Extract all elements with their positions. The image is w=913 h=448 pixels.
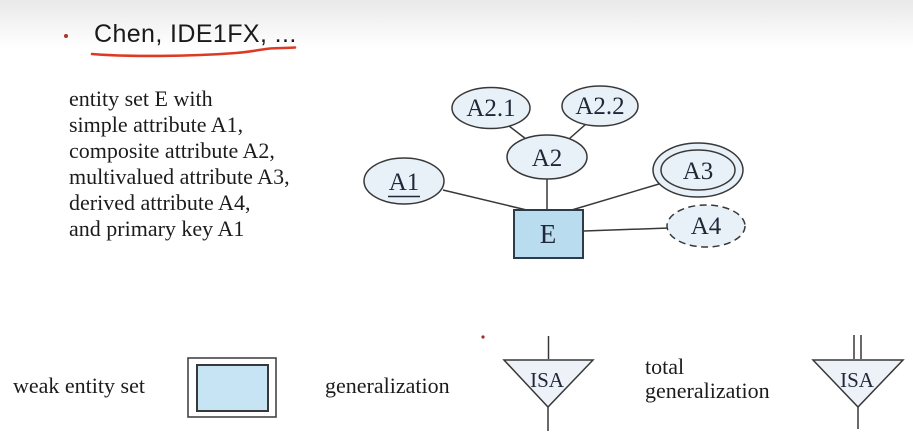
description-line-6: and primary key A1	[69, 216, 245, 241]
weak-entity-inner-rect	[196, 364, 269, 412]
generalization-label: generalization	[325, 373, 450, 398]
connector-e-a1	[442, 189, 536, 213]
attribute-a1-label: A1	[389, 169, 420, 196]
description-block: entity set E with simple attribute A1, c…	[69, 86, 290, 242]
red-underline-annotation	[90, 46, 297, 58]
total-generalization-label: total generalization	[645, 355, 770, 403]
description-line-3: composite attribute A2,	[69, 138, 275, 163]
attribute-a2-ellipse	[506, 134, 588, 180]
attribute-a1-ellipse	[363, 157, 445, 205]
generalization-isa-label: ISA	[530, 368, 565, 392]
attribute-a4-label: A4	[691, 213, 722, 240]
connector-e-a3	[564, 183, 660, 213]
generalization-isa-triangle	[502, 359, 595, 409]
connector-a2-a22	[568, 123, 587, 140]
description-line-5: derived attribute A4,	[69, 190, 251, 215]
description-line-2: simple attribute A1,	[69, 112, 244, 137]
attribute-a21-label: A2.1	[466, 95, 515, 122]
weak-entity-label: weak entity set	[13, 373, 145, 398]
slide-title: Chen, IDE1FX, ...	[94, 20, 297, 48]
connector-e-a4	[583, 227, 670, 232]
total-generalization-label-line2: generalization	[645, 378, 770, 403]
red-underline-path	[90, 46, 297, 58]
entity-e-label: E	[540, 219, 557, 249]
attribute-a21-ellipse	[451, 86, 531, 130]
attribute-a3-inner-ellipse	[660, 149, 736, 191]
total-generalization-isa-label: ISA	[840, 368, 875, 392]
description-line-4: multivalued attribute A3,	[69, 164, 290, 189]
description-line-1: entity set E with	[69, 86, 213, 111]
total-generalization-isa-triangle	[811, 359, 905, 409]
attribute-a2-label: A2	[532, 145, 563, 172]
total-generalization-label-line1: total	[645, 354, 685, 379]
attribute-a22-label: A2.2	[575, 93, 624, 120]
attribute-a3-label: A3	[683, 158, 714, 185]
connectors	[442, 123, 670, 232]
entity-e-rect	[513, 209, 584, 259]
attribute-a4-dashed-ellipse	[666, 204, 746, 248]
attribute-a22-ellipse	[561, 85, 639, 127]
top-gradient	[0, 0, 913, 48]
connector-a2-a21	[508, 125, 527, 140]
stray-dot	[481, 335, 485, 339]
bullet-dot-icon	[64, 34, 68, 38]
